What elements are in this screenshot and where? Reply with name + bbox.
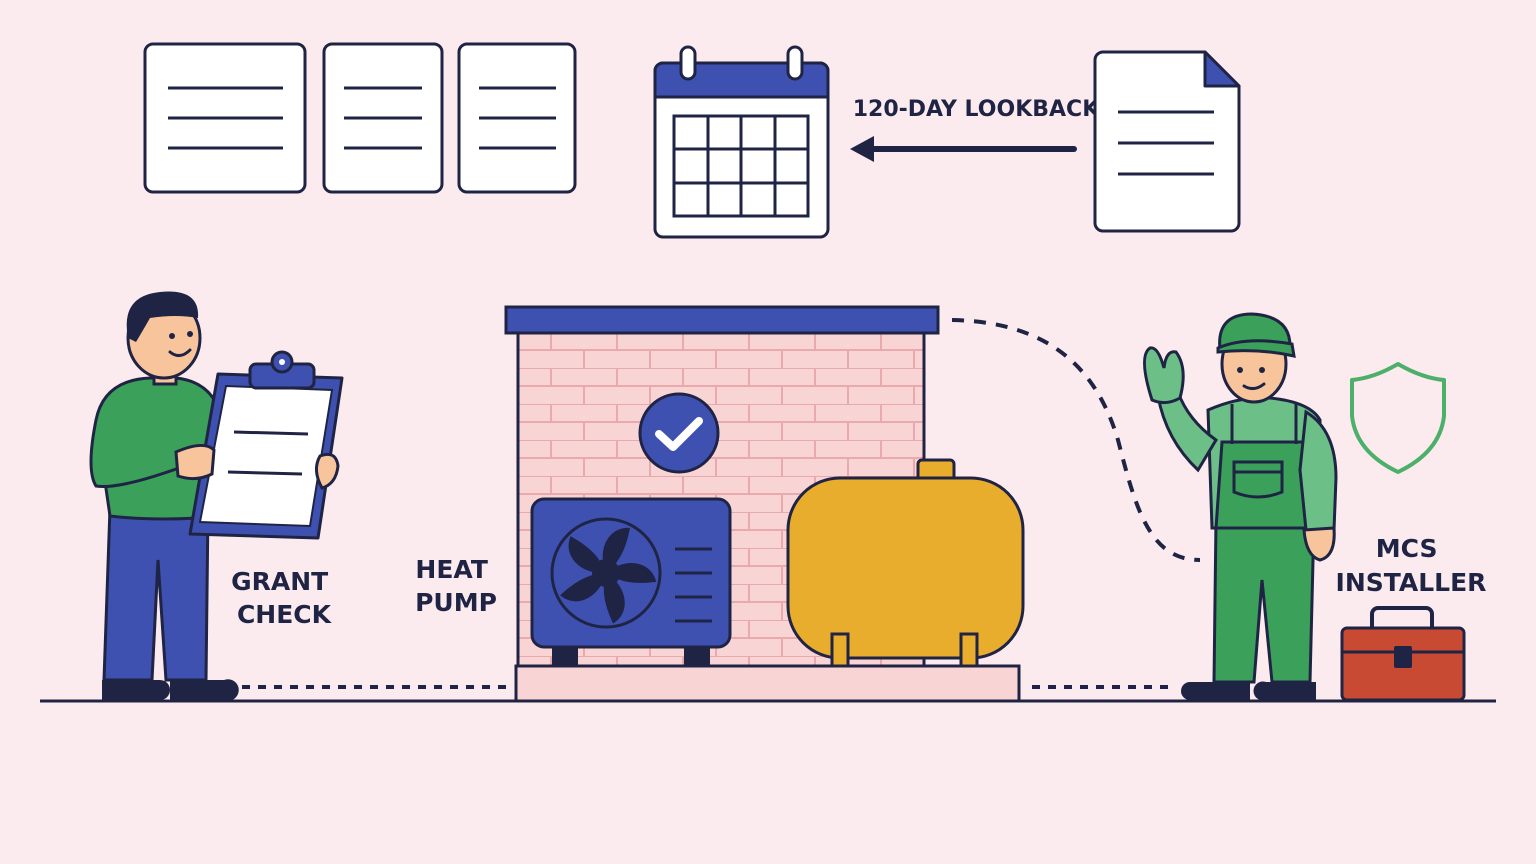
dashed-curve-connector xyxy=(951,318,1201,562)
clipboard-icon xyxy=(188,350,344,540)
shield-icon xyxy=(1350,362,1446,474)
toolbox-icon xyxy=(1340,606,1466,702)
document-icon xyxy=(143,42,307,194)
file-icon xyxy=(1093,50,1241,233)
document-icon xyxy=(457,42,577,194)
document-icon xyxy=(322,42,444,194)
calendar-icon xyxy=(653,45,830,239)
heat-pump-label: HEAT PUMP xyxy=(415,555,497,617)
fan-icon xyxy=(550,517,662,629)
mcs-installer-person xyxy=(1143,312,1338,700)
mcs-installer-label: MCS INSTALLER xyxy=(1336,534,1487,597)
heat-pump-unit xyxy=(530,497,732,666)
checkmark-badge-icon xyxy=(638,392,720,474)
arrow-left-icon xyxy=(850,136,1077,162)
grant-assessor-person xyxy=(89,291,344,700)
oil-tank xyxy=(786,458,1025,668)
lookback-label: 120-DAY LOOKBACK xyxy=(853,97,1100,122)
grant-check-label: GRANT CHECK xyxy=(231,567,337,629)
